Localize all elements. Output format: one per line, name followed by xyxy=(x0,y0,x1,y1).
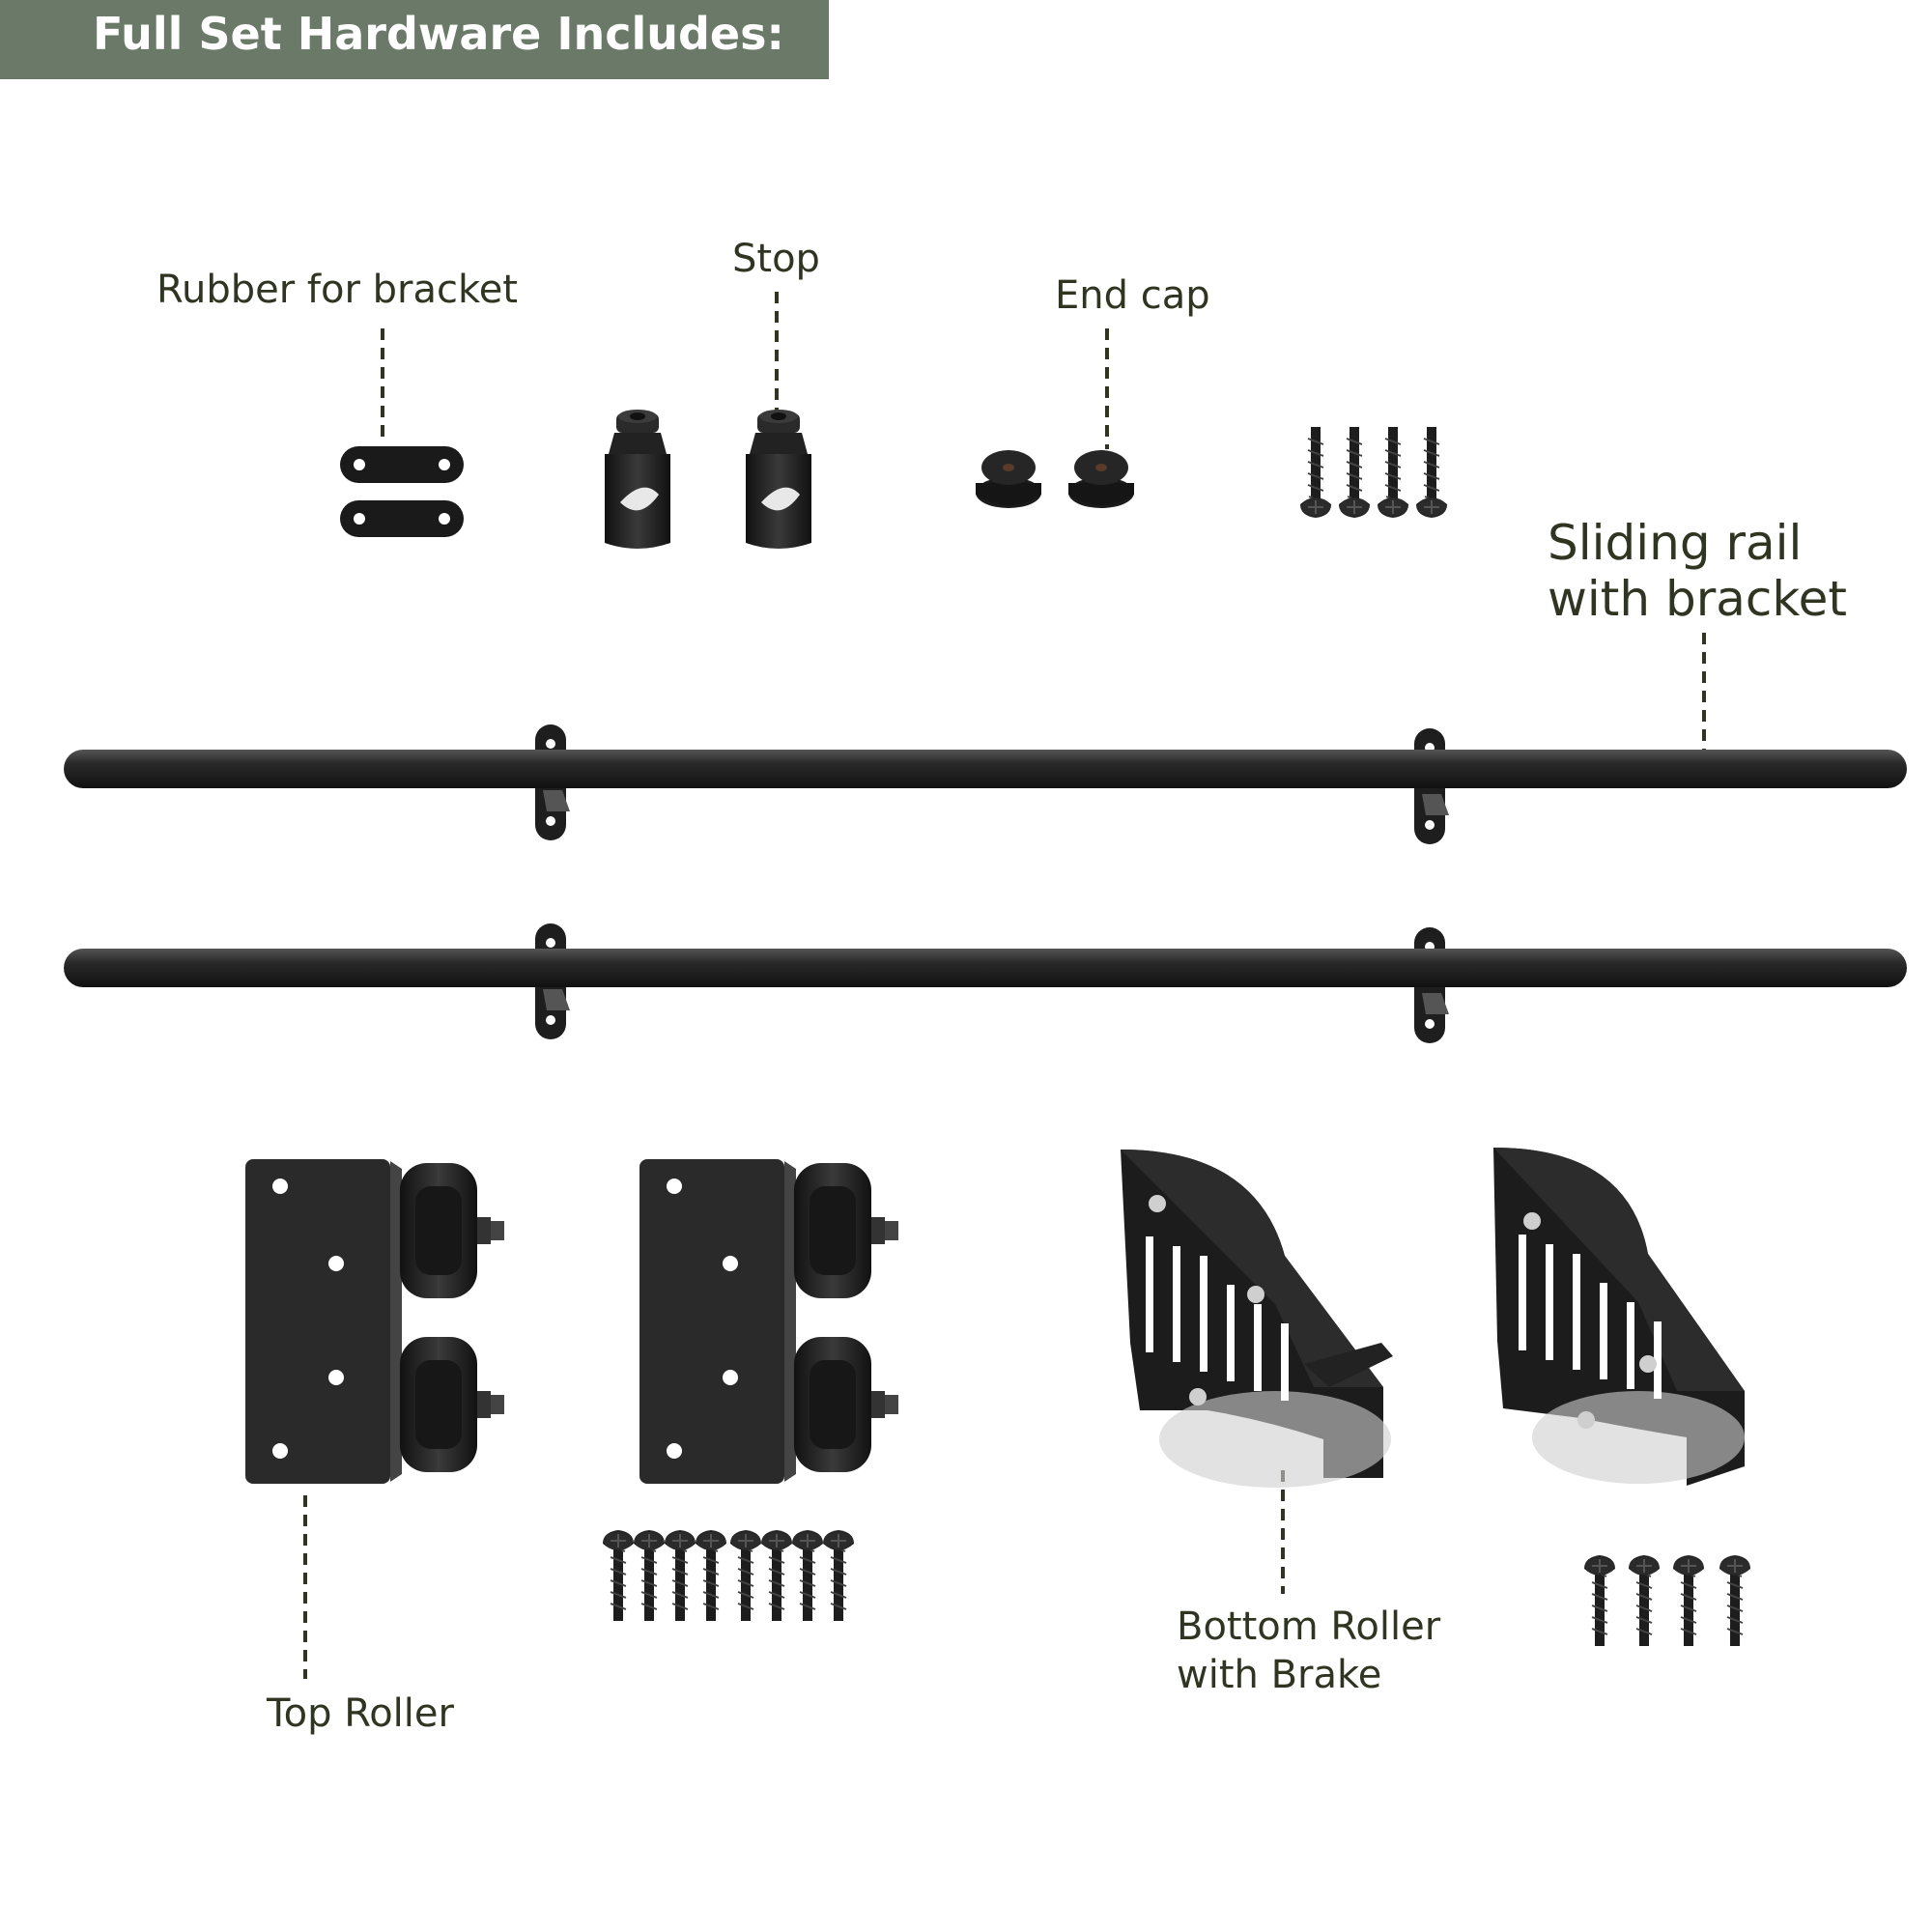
screw-set-top-icon xyxy=(1299,426,1448,519)
header-banner: Full Set Hardware Includes: xyxy=(0,0,829,79)
stop-icon xyxy=(605,410,811,549)
label-sliding-rail-line1: Sliding rail xyxy=(1548,515,1803,571)
sliding-rail-icon xyxy=(64,724,1907,1043)
label-bottom-roller-line2: with Brake xyxy=(1177,1653,1382,1697)
label-top-roller: Top Roller xyxy=(267,1691,454,1736)
bottom-roller-icon xyxy=(1121,1148,1745,1488)
label-end-cap: End cap xyxy=(1055,273,1210,318)
leader-lines xyxy=(303,292,1706,1679)
rubber-pad-icon xyxy=(340,446,464,537)
screw-set-bottom-icon xyxy=(1583,1554,1751,1647)
label-stop: Stop xyxy=(732,237,820,281)
label-bottom-roller-line1: Bottom Roller xyxy=(1177,1604,1441,1649)
top-roller-icon xyxy=(245,1159,898,1484)
label-rubber-for-bracket: Rubber for bracket xyxy=(156,268,518,312)
screw-set-middle-icon xyxy=(602,1529,855,1622)
end-cap-icon xyxy=(976,450,1134,508)
header-title: Full Set Hardware Includes: xyxy=(93,8,784,60)
label-sliding-rail-line2: with bracket xyxy=(1548,571,1847,627)
